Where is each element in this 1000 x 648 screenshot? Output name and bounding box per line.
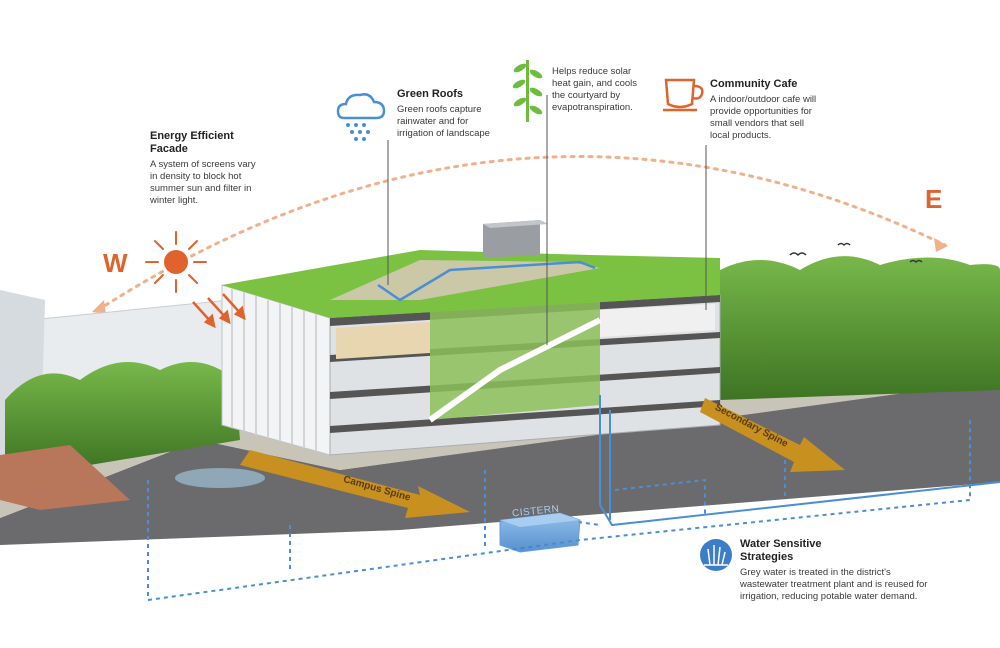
callout-text: Green roofs capture rainwater and for ir…	[397, 104, 490, 139]
coffee-cup-icon	[663, 78, 704, 112]
water-system	[599, 395, 1000, 527]
callout-green-roofs: Green Roofs Green roofs capture rainwate…	[397, 88, 497, 140]
west-trees	[5, 362, 240, 470]
callout-green-wall: Helps reduce solar heat gain, and cools …	[552, 66, 652, 114]
west-label: W	[103, 248, 128, 278]
sun-icon	[145, 231, 207, 293]
callout-energy-facade: Energy Efficient Facade A system of scre…	[150, 130, 260, 207]
secondary-spine-arrow	[700, 398, 845, 472]
ground-slab	[0, 378, 1000, 545]
sun-path-arrow-east	[934, 238, 948, 252]
leaf-icon	[512, 60, 543, 122]
sun-path-arc	[96, 155, 947, 312]
cistern	[499, 512, 581, 553]
callout-title: Energy Efficient Facade	[150, 130, 234, 155]
solar-ray-arrows	[192, 293, 246, 329]
callout-community-cafe: Community Cafe A indoor/outdoor cafe wil…	[710, 78, 820, 142]
garden-pond	[175, 468, 265, 488]
callout-water-sensitive: Water Sensitive Strategies Grey water is…	[740, 538, 940, 603]
callout-text: Grey water is treated in the district's …	[740, 567, 928, 602]
main-building	[221, 220, 721, 456]
callout-text: A indoor/outdoor cafe will provide oppor…	[710, 94, 817, 141]
callout-title: Green Roofs	[397, 88, 464, 100]
campus-spine-arrow	[240, 450, 470, 518]
rain-cloud-icon	[336, 93, 386, 141]
east-trees	[720, 256, 1000, 400]
east-label: E	[925, 184, 943, 214]
callout-title: Water Sensitive Strategies	[740, 538, 822, 563]
roof-water-line	[377, 260, 596, 302]
walkway	[0, 445, 130, 510]
callout-text: A system of screens vary in density to b…	[150, 159, 256, 206]
water-icon	[700, 539, 732, 571]
sun-path-arrow-west	[92, 300, 106, 314]
callout-title: Community Cafe	[710, 78, 798, 90]
irrigation-dashed-lines	[147, 420, 971, 602]
callout-leaders	[387, 95, 707, 345]
callout-text: Helps reduce solar heat gain, and cools …	[552, 66, 638, 113]
birds	[789, 242, 923, 264]
